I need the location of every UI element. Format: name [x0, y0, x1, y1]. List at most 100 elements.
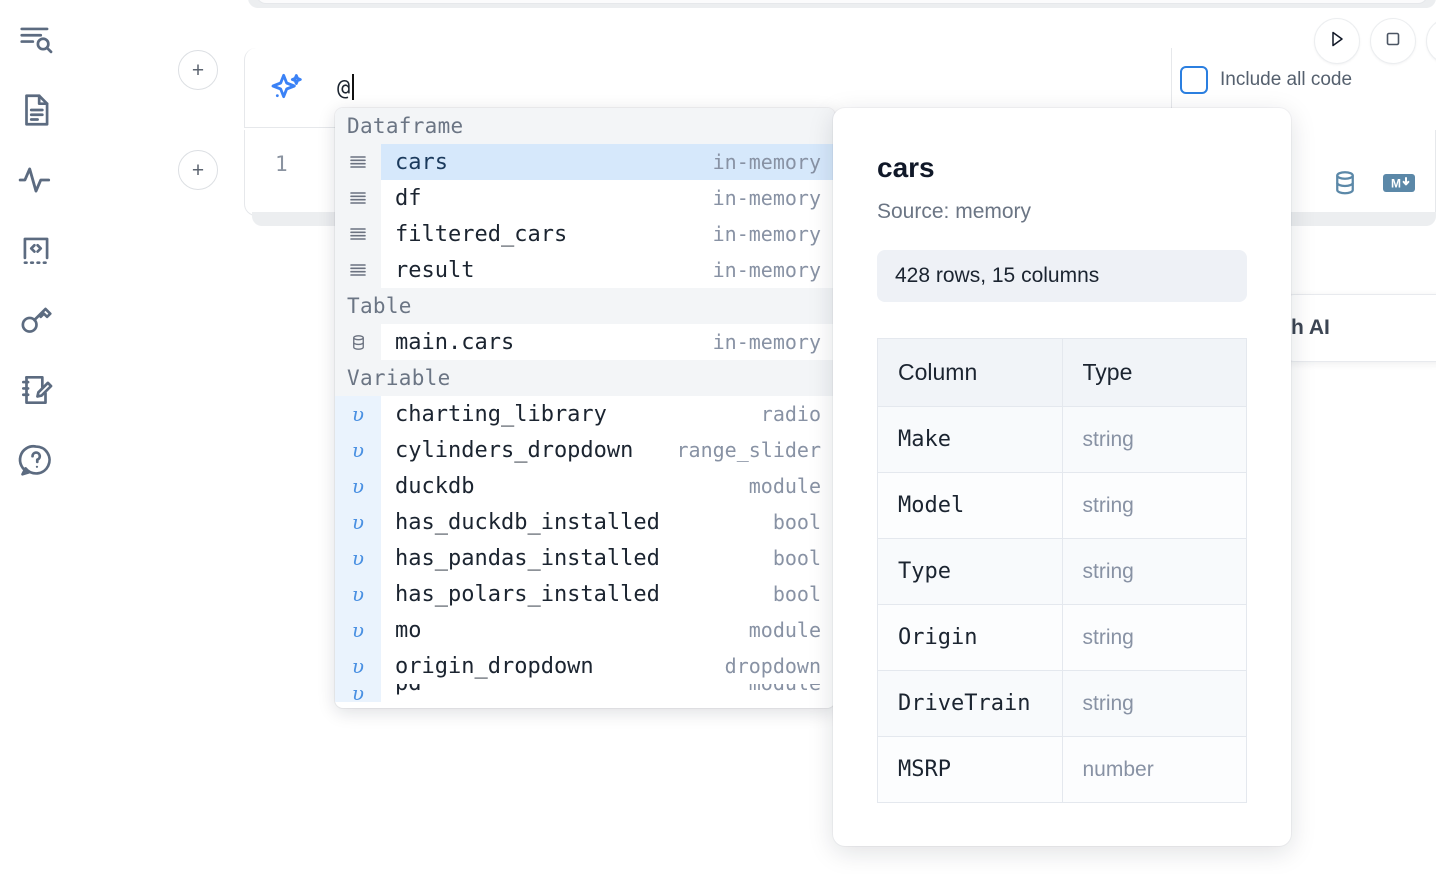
- details-source: Source: memory: [877, 200, 1247, 224]
- table-header-row: Column Type: [878, 339, 1247, 407]
- left-sidebar: [0, 0, 72, 874]
- column-type: string: [1062, 671, 1247, 737]
- variable-icon: υ: [335, 540, 381, 576]
- autocomplete-item-type: in-memory: [713, 330, 835, 354]
- variable-icon: υ: [335, 684, 381, 702]
- stop-button[interactable]: [1370, 18, 1416, 64]
- autocomplete-dropdown[interactable]: Dataframe cars in-memory df in-memory fi…: [335, 108, 835, 708]
- key-icon: [17, 301, 55, 339]
- column-name: DriveTrain: [878, 671, 1063, 737]
- ai-prompt-value: @: [337, 76, 351, 101]
- autocomplete-section-header: Dataframe: [335, 108, 835, 144]
- previous-cell[interactable]: [256, 0, 1428, 4]
- sidebar-item-snippets[interactable]: [14, 228, 58, 272]
- table-row: Type string: [878, 539, 1247, 605]
- variable-icon: υ: [335, 612, 381, 648]
- activity-icon: [17, 161, 55, 199]
- database-icon: [335, 324, 381, 360]
- autocomplete-item-has-duckdb-installed[interactable]: υ has_duckdb_installed bool: [335, 504, 835, 540]
- markdown-icon[interactable]: M: [1382, 171, 1416, 200]
- add-cell-button-above[interactable]: +: [178, 50, 218, 90]
- column-name: Origin: [878, 605, 1063, 671]
- run-button[interactable]: [1314, 18, 1360, 64]
- sidebar-item-secrets[interactable]: [14, 298, 58, 342]
- autocomplete-item-mo[interactable]: υ mo module: [335, 612, 835, 648]
- stop-square-icon: [1381, 27, 1405, 56]
- code-snippet-icon: [17, 231, 55, 269]
- autocomplete-item-clipped[interactable]: υ pd module: [335, 684, 835, 702]
- ai-prompt-input[interactable]: @: [337, 74, 354, 101]
- column-type: string: [1062, 473, 1247, 539]
- variable-icon: υ: [335, 648, 381, 684]
- cell-type-icons: M: [1330, 168, 1416, 203]
- details-title: cars: [877, 152, 1247, 184]
- autocomplete-item-type: dropdown: [725, 654, 835, 678]
- autocomplete-item-duckdb[interactable]: υ duckdb module: [335, 468, 835, 504]
- autocomplete-item-type: module: [749, 684, 835, 695]
- autocomplete-item-has-polars-installed[interactable]: υ has_polars_installed bool: [335, 576, 835, 612]
- column-name: Type: [878, 539, 1063, 605]
- autocomplete-item-main-cars[interactable]: main.cars in-memory: [335, 324, 835, 360]
- autocomplete-item-name: filtered_cars: [381, 222, 713, 247]
- sidebar-item-scratchpad[interactable]: [14, 368, 58, 412]
- sidebar-item-activity[interactable]: [14, 158, 58, 202]
- include-all-code-row[interactable]: Include all code: [1180, 66, 1352, 94]
- more-options-button[interactable]: [1426, 18, 1436, 64]
- autocomplete-item-cars[interactable]: cars in-memory: [335, 144, 835, 180]
- column-type: number: [1062, 737, 1247, 803]
- sidebar-item-help[interactable]: [14, 438, 58, 482]
- autocomplete-item-type: in-memory: [713, 150, 835, 174]
- autocomplete-item-df[interactable]: df in-memory: [335, 180, 835, 216]
- generate-with-ai-label: h AI: [1291, 316, 1330, 340]
- autocomplete-item-origin-dropdown[interactable]: υ origin_dropdown dropdown: [335, 648, 835, 684]
- column-name: Make: [878, 407, 1063, 473]
- include-all-code-label: Include all code: [1220, 69, 1352, 91]
- autocomplete-item-charting-library[interactable]: υ charting_library radio: [335, 396, 835, 432]
- autocomplete-item-name: df: [381, 186, 713, 211]
- autocomplete-item-filtered-cars[interactable]: filtered_cars in-memory: [335, 216, 835, 252]
- autocomplete-item-name: cars: [381, 150, 713, 175]
- text-caret: [352, 74, 354, 100]
- include-all-code-checkbox[interactable]: [1180, 66, 1208, 94]
- dataframe-rows-icon: [335, 144, 381, 180]
- autocomplete-item-type: bool: [773, 546, 835, 570]
- type-header: Type: [1062, 339, 1247, 407]
- sidebar-item-outline[interactable]: [14, 18, 58, 62]
- autocomplete-item-name: origin_dropdown: [381, 654, 725, 679]
- autocomplete-section-header: Table: [335, 288, 835, 324]
- dataframe-details-panel: cars Source: memory 428 rows, 15 columns…: [833, 108, 1291, 846]
- autocomplete-item-has-pandas-installed[interactable]: υ has_pandas_installed bool: [335, 540, 835, 576]
- play-icon: [1325, 27, 1349, 56]
- variable-icon: υ: [335, 504, 381, 540]
- autocomplete-item-cylinders-dropdown[interactable]: υ cylinders_dropdown range_slider: [335, 432, 835, 468]
- autocomplete-item-name: charting_library: [381, 402, 761, 427]
- autocomplete-item-type: bool: [773, 510, 835, 534]
- autocomplete-item-name: mo: [381, 618, 749, 643]
- autocomplete-item-result[interactable]: result in-memory: [335, 252, 835, 288]
- variable-icon: υ: [335, 468, 381, 504]
- autocomplete-item-name: result: [381, 258, 713, 283]
- autocomplete-item-type: in-memory: [713, 222, 835, 246]
- autocomplete-item-name: has_polars_installed: [381, 582, 773, 607]
- dataframe-rows-icon: [335, 252, 381, 288]
- dataframe-rows-icon: [335, 216, 381, 252]
- table-row: Origin string: [878, 605, 1247, 671]
- autocomplete-item-type: module: [749, 618, 835, 642]
- autocomplete-item-type: in-memory: [713, 186, 835, 210]
- schema-table: Column Type Make string Model string Typ…: [877, 338, 1247, 803]
- generate-with-ai-button[interactable]: h AI: [1282, 294, 1436, 362]
- scratchpad-edit-icon: [17, 371, 55, 409]
- sidebar-item-notebook[interactable]: [14, 88, 58, 132]
- column-name: MSRP: [878, 737, 1063, 803]
- database-icon[interactable]: [1330, 168, 1360, 203]
- dataframe-rows-icon: [335, 180, 381, 216]
- autocomplete-item-name: has_duckdb_installed: [381, 510, 773, 535]
- autocomplete-item-name: duckdb: [381, 474, 749, 499]
- autocomplete-item-type: module: [749, 474, 835, 498]
- add-cell-button-below[interactable]: +: [178, 150, 218, 190]
- autocomplete-item-type: radio: [761, 402, 835, 426]
- help-chat-icon: [17, 441, 55, 479]
- table-row: MSRP number: [878, 737, 1247, 803]
- column-name: Model: [878, 473, 1063, 539]
